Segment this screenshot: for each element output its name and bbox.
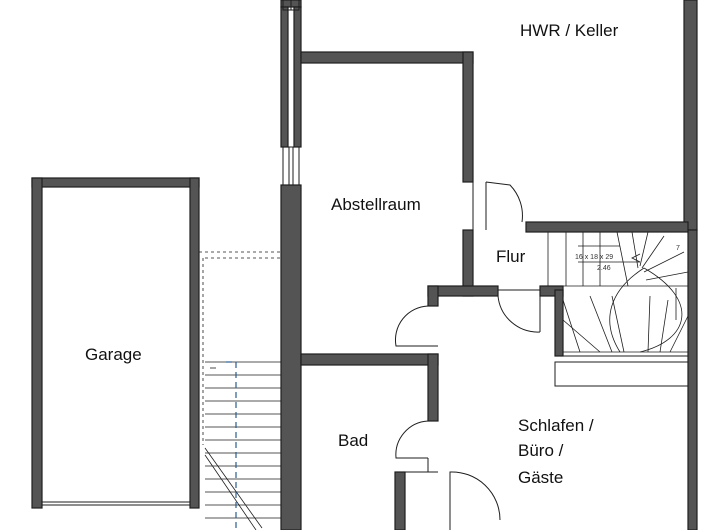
staircase-left bbox=[199, 251, 281, 530]
room-label-hwr: HWR / Keller bbox=[520, 21, 619, 40]
bad-walls bbox=[300, 353, 439, 530]
stair-step-number-label: 7 bbox=[676, 245, 680, 252]
room-label-bad: Bad bbox=[338, 431, 368, 450]
door-flur-right bbox=[497, 289, 541, 333]
door-middle bbox=[394, 305, 438, 347]
door-schlafen bbox=[449, 471, 501, 530]
stair-dimension-label: 16 x 18 x 29 bbox=[575, 254, 613, 261]
abstellraum-walls bbox=[300, 51, 499, 307]
door-abstellraum bbox=[472, 181, 523, 230]
west-window-top bbox=[282, 0, 300, 11]
room-label-flur: Flur bbox=[496, 247, 526, 266]
room-label-schlafen-line-1: Schlafen / bbox=[518, 416, 594, 435]
room-label-schlafen-line-3: Gäste bbox=[518, 468, 563, 487]
east-wall bbox=[683, 0, 698, 530]
door-bad bbox=[395, 420, 438, 473]
staircase-right bbox=[547, 231, 689, 353]
stair-walls bbox=[525, 221, 689, 387]
garage-walls bbox=[31, 177, 200, 509]
room-label-abstellraum: Abstellraum bbox=[331, 195, 421, 214]
west-window bbox=[282, 146, 300, 186]
stair-step-count-label: 2.46 bbox=[597, 265, 611, 272]
room-label-garage: Garage bbox=[85, 345, 142, 364]
west-wall bbox=[280, 0, 302, 530]
room-label-schlafen-line-2: Büro / bbox=[518, 441, 564, 460]
